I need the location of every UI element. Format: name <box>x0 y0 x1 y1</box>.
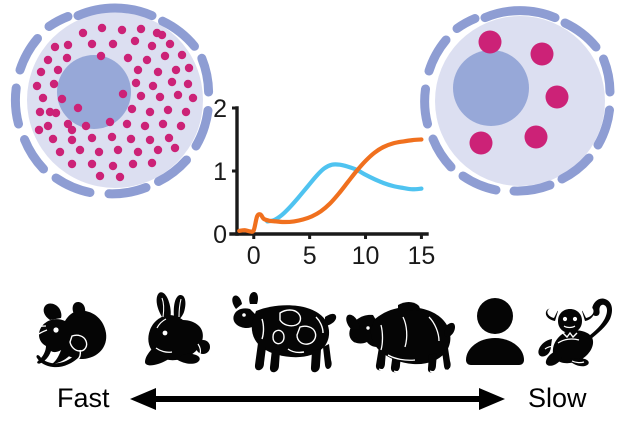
membrane-arcs <box>10 3 214 199</box>
svg-text:15: 15 <box>408 242 436 270</box>
rate-scale-axis: Fast Slow <box>0 375 633 422</box>
chart-axes <box>229 106 429 239</box>
turnover-line-chart: 0 1 2 0 5 10 15 <box>205 95 435 273</box>
y-axis-tick-labels: 0 1 2 <box>213 95 227 249</box>
low-turnover-cell <box>418 2 623 200</box>
svg-text:0: 0 <box>213 221 227 249</box>
right-cell-body <box>420 6 615 196</box>
x-axis-tick-labels: 0 5 10 15 <box>247 242 436 270</box>
membrane-arcs <box>420 6 615 196</box>
left-cell-body <box>10 3 214 199</box>
slow-label: Slow <box>528 383 587 413</box>
high-turnover-cell <box>10 0 220 200</box>
nucleus <box>453 50 529 126</box>
particles <box>469 30 569 155</box>
rabbit-silhouette <box>138 291 218 371</box>
cow-silhouette <box>228 287 337 373</box>
marmoset-silhouette <box>534 289 622 369</box>
svg-text:2: 2 <box>213 95 227 123</box>
mouse-silhouette <box>34 301 118 369</box>
particles <box>32 23 198 182</box>
rhinoceros-silhouette <box>343 295 455 373</box>
animal-size-series <box>0 285 633 380</box>
svg-text:5: 5 <box>303 242 317 270</box>
svg-text:10: 10 <box>352 242 380 270</box>
fast-label: Fast <box>57 383 110 413</box>
chart-series <box>237 137 424 234</box>
double-headed-arrow <box>130 387 505 411</box>
blue-curve <box>265 162 424 224</box>
human-silhouette <box>462 297 528 365</box>
svg-text:0: 0 <box>247 242 261 270</box>
svg-text:1: 1 <box>213 158 227 186</box>
orange-curve <box>237 137 424 234</box>
